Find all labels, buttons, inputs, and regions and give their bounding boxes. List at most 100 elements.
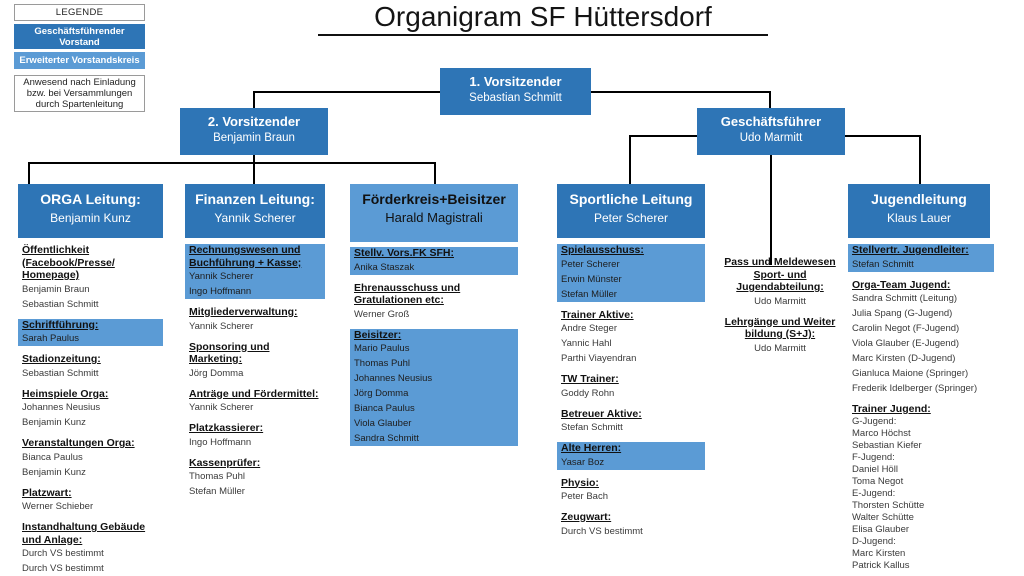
- connector-finanzen-drop: [253, 162, 255, 184]
- role-group-person: Werner Groß: [354, 308, 410, 320]
- node-name: Udo Marmitt: [739, 132, 803, 144]
- dept-header-sportliche-leitung[interactable]: Sportliche Leitung Peter Scherer: [557, 184, 705, 238]
- connector-foerderkreis-drop: [434, 162, 436, 184]
- connector-jugend-drop: [919, 135, 921, 184]
- dept-header-foerderkreis[interactable]: Förderkreis+Beisitzer Harald Magistrali: [350, 184, 518, 242]
- dept-lead: Harald Magistrali: [385, 210, 483, 225]
- dept-title: Sportliche Leitung: [569, 191, 693, 207]
- role-group: Physio:Peter Bach: [557, 477, 705, 505]
- connector-chair1-right: [589, 91, 771, 93]
- dept-header-jugendleitung[interactable]: Jugendleitung Klaus Lauer: [848, 184, 990, 238]
- role-group-person: Durch VS bestimmt: [22, 548, 104, 559]
- role-group-person: Julia Spang (G-Jugend): [852, 308, 953, 319]
- role-group-person: Sebastian Schmitt: [22, 298, 99, 310]
- role-group-label: Rechnungswesen und Buchführung + Kasse;: [189, 244, 302, 269]
- role-group-label: TW Trainer:: [561, 373, 619, 385]
- role-group-person: Sebastian Schmitt: [22, 367, 99, 379]
- dept-header-orga[interactable]: ORGA Leitung: Benjamin Kunz: [18, 184, 163, 238]
- role-group: Stadionzeitung: Sebastian Schmitt: [18, 353, 163, 381]
- role-group-person: Benjamin Kunz: [22, 417, 86, 428]
- role-group-label: Instandhaltung Gebäude und Anlage:: [22, 521, 146, 546]
- role-group: Ehrenausschuss und Gratulationen etc:Wer…: [350, 282, 518, 322]
- connector-sportlich-drop: [629, 135, 631, 184]
- role-group-person: Carolin Negot (F-Jugend): [852, 323, 960, 334]
- role-group-person: Johannes Neusius: [354, 373, 433, 384]
- role-group-label: Anträge und Fördermittel:: [189, 387, 319, 400]
- role-group-label: Kassenprüfer:: [189, 456, 261, 469]
- role-group-label: Öffentlichkeit (Facebook/Presse/ Homepag…: [22, 244, 115, 281]
- role-group-person: Benjamin Braun: [22, 283, 90, 295]
- role-group-person: Durch VS bestimmt: [561, 525, 643, 537]
- role-group-person: Udo Marmitt: [754, 295, 806, 307]
- role-group-label: Pass und Meldewesen Sport- und Jugendabt…: [724, 256, 836, 293]
- role-group-person: Yannik Scherer: [189, 271, 254, 282]
- role-group-person: Frederik Idelberger (Springer): [852, 383, 978, 394]
- dept-body-finanzen: Rechnungswesen und Buchführung + Kasse; Y…: [185, 240, 325, 499]
- role-group-label: Heimspiele Orga:: [22, 387, 109, 400]
- dept-lead: Yannik Scherer: [214, 211, 296, 225]
- role-group-person: Parthi Viayendran: [561, 353, 637, 364]
- role-group-label: Alte Herren:: [561, 442, 622, 454]
- role-group-person: Jörg Domma: [354, 388, 409, 399]
- role-group: Anträge und Fördermittel:Yannik Scherer: [185, 388, 325, 416]
- dept-lead: Benjamin Kunz: [50, 211, 131, 225]
- role-group-label: Trainer Jugend:: [852, 403, 931, 415]
- role-group-label: Physio:: [561, 476, 599, 489]
- role-group-label: Platzkassierer:: [189, 422, 264, 434]
- node-second-chairman[interactable]: 2. Vorsitzender Benjamin Braun: [180, 108, 328, 155]
- connector-manager-drop: [769, 91, 771, 110]
- node-managing-director[interactable]: Geschäftsführer Udo Marmitt: [697, 108, 845, 155]
- node-role: Geschäftsführer: [720, 114, 822, 129]
- role-group-label: Trainer Aktive:: [561, 308, 634, 321]
- role-group: Platzkassierer:Ingo Hoffmann: [185, 422, 325, 450]
- role-group-person: Goddy Rohn: [561, 387, 615, 399]
- role-group-label: Beisitzer:: [354, 328, 402, 341]
- node-name: Benjamin Braun: [213, 132, 295, 144]
- role-group: Stellv. Vors.FK SFH:Anika Staszak: [350, 247, 518, 275]
- legend-item-executive-board: Geschäftsführender Vorstand: [14, 24, 145, 49]
- dept-header-finanzen[interactable]: Finanzen Leitung: Yannik Scherer: [185, 184, 325, 238]
- role-group-person: Marc Kirsten (D-Jugend): [852, 353, 956, 364]
- role-group: Sponsoring und Marketing:Jörg Domma: [185, 341, 325, 381]
- role-group-person: Daniel Höll: [852, 463, 898, 475]
- role-group: Alte Herren:Yasar Boz: [557, 442, 705, 470]
- role-group: Zeugwart:Durch VS bestimmt: [557, 511, 705, 539]
- role-group-person: Stefan Müller: [189, 486, 245, 497]
- role-group-label: Stadionzeitung:: [22, 353, 101, 365]
- dept-lead: Klaus Lauer: [886, 211, 952, 225]
- role-group-person: G-Jugend:: [852, 415, 897, 427]
- connector-chair2-bus: [28, 162, 436, 164]
- role-group-label: Sponsoring und Marketing:: [189, 340, 270, 366]
- role-group-person: Sebastian Kiefer: [852, 439, 922, 451]
- role-group-person: Sarah Paulus: [22, 333, 80, 344]
- role-group-person: Elisa Glauber: [852, 523, 910, 535]
- role-group: Betreuer Aktive:Stefan Schmitt: [557, 408, 705, 436]
- role-group-person: Bianca Paulus: [22, 451, 83, 463]
- role-group-person: Udo Marmitt: [754, 342, 806, 354]
- dept-title: Finanzen Leitung:: [195, 191, 315, 207]
- connector-chair1-left: [254, 91, 442, 93]
- role-group-person: Thorsten Schütte: [852, 499, 925, 511]
- role-group-person: Yannik Scherer: [189, 320, 254, 332]
- legend-title: LEGENDE: [14, 4, 145, 21]
- role-group-label: Orga-Team Jugend:: [852, 278, 951, 291]
- role-group: Orga-Team Jugend:Sandra Schmitt (Leitung…: [848, 279, 994, 397]
- connector-chair2-stem: [253, 153, 255, 164]
- role-group: Pass und Meldewesen Sport- und Jugendabt…: [707, 256, 853, 309]
- role-group-label: Betreuer Aktive:: [561, 407, 642, 420]
- role-group-person: Mario Paulus: [354, 343, 410, 354]
- role-group-label: Platzwart:: [22, 486, 72, 499]
- role-group-person: D-Jugend:: [852, 535, 896, 547]
- role-group-person: Sandra Schmitt: [354, 433, 419, 444]
- node-first-chairman[interactable]: 1. Vorsitzender Sebastian Schmitt: [440, 68, 591, 115]
- connector-chair2-drop: [253, 91, 255, 110]
- role-group-person: Johannes Neusius: [22, 402, 101, 413]
- role-group-person: Thomas Puhl: [354, 358, 410, 369]
